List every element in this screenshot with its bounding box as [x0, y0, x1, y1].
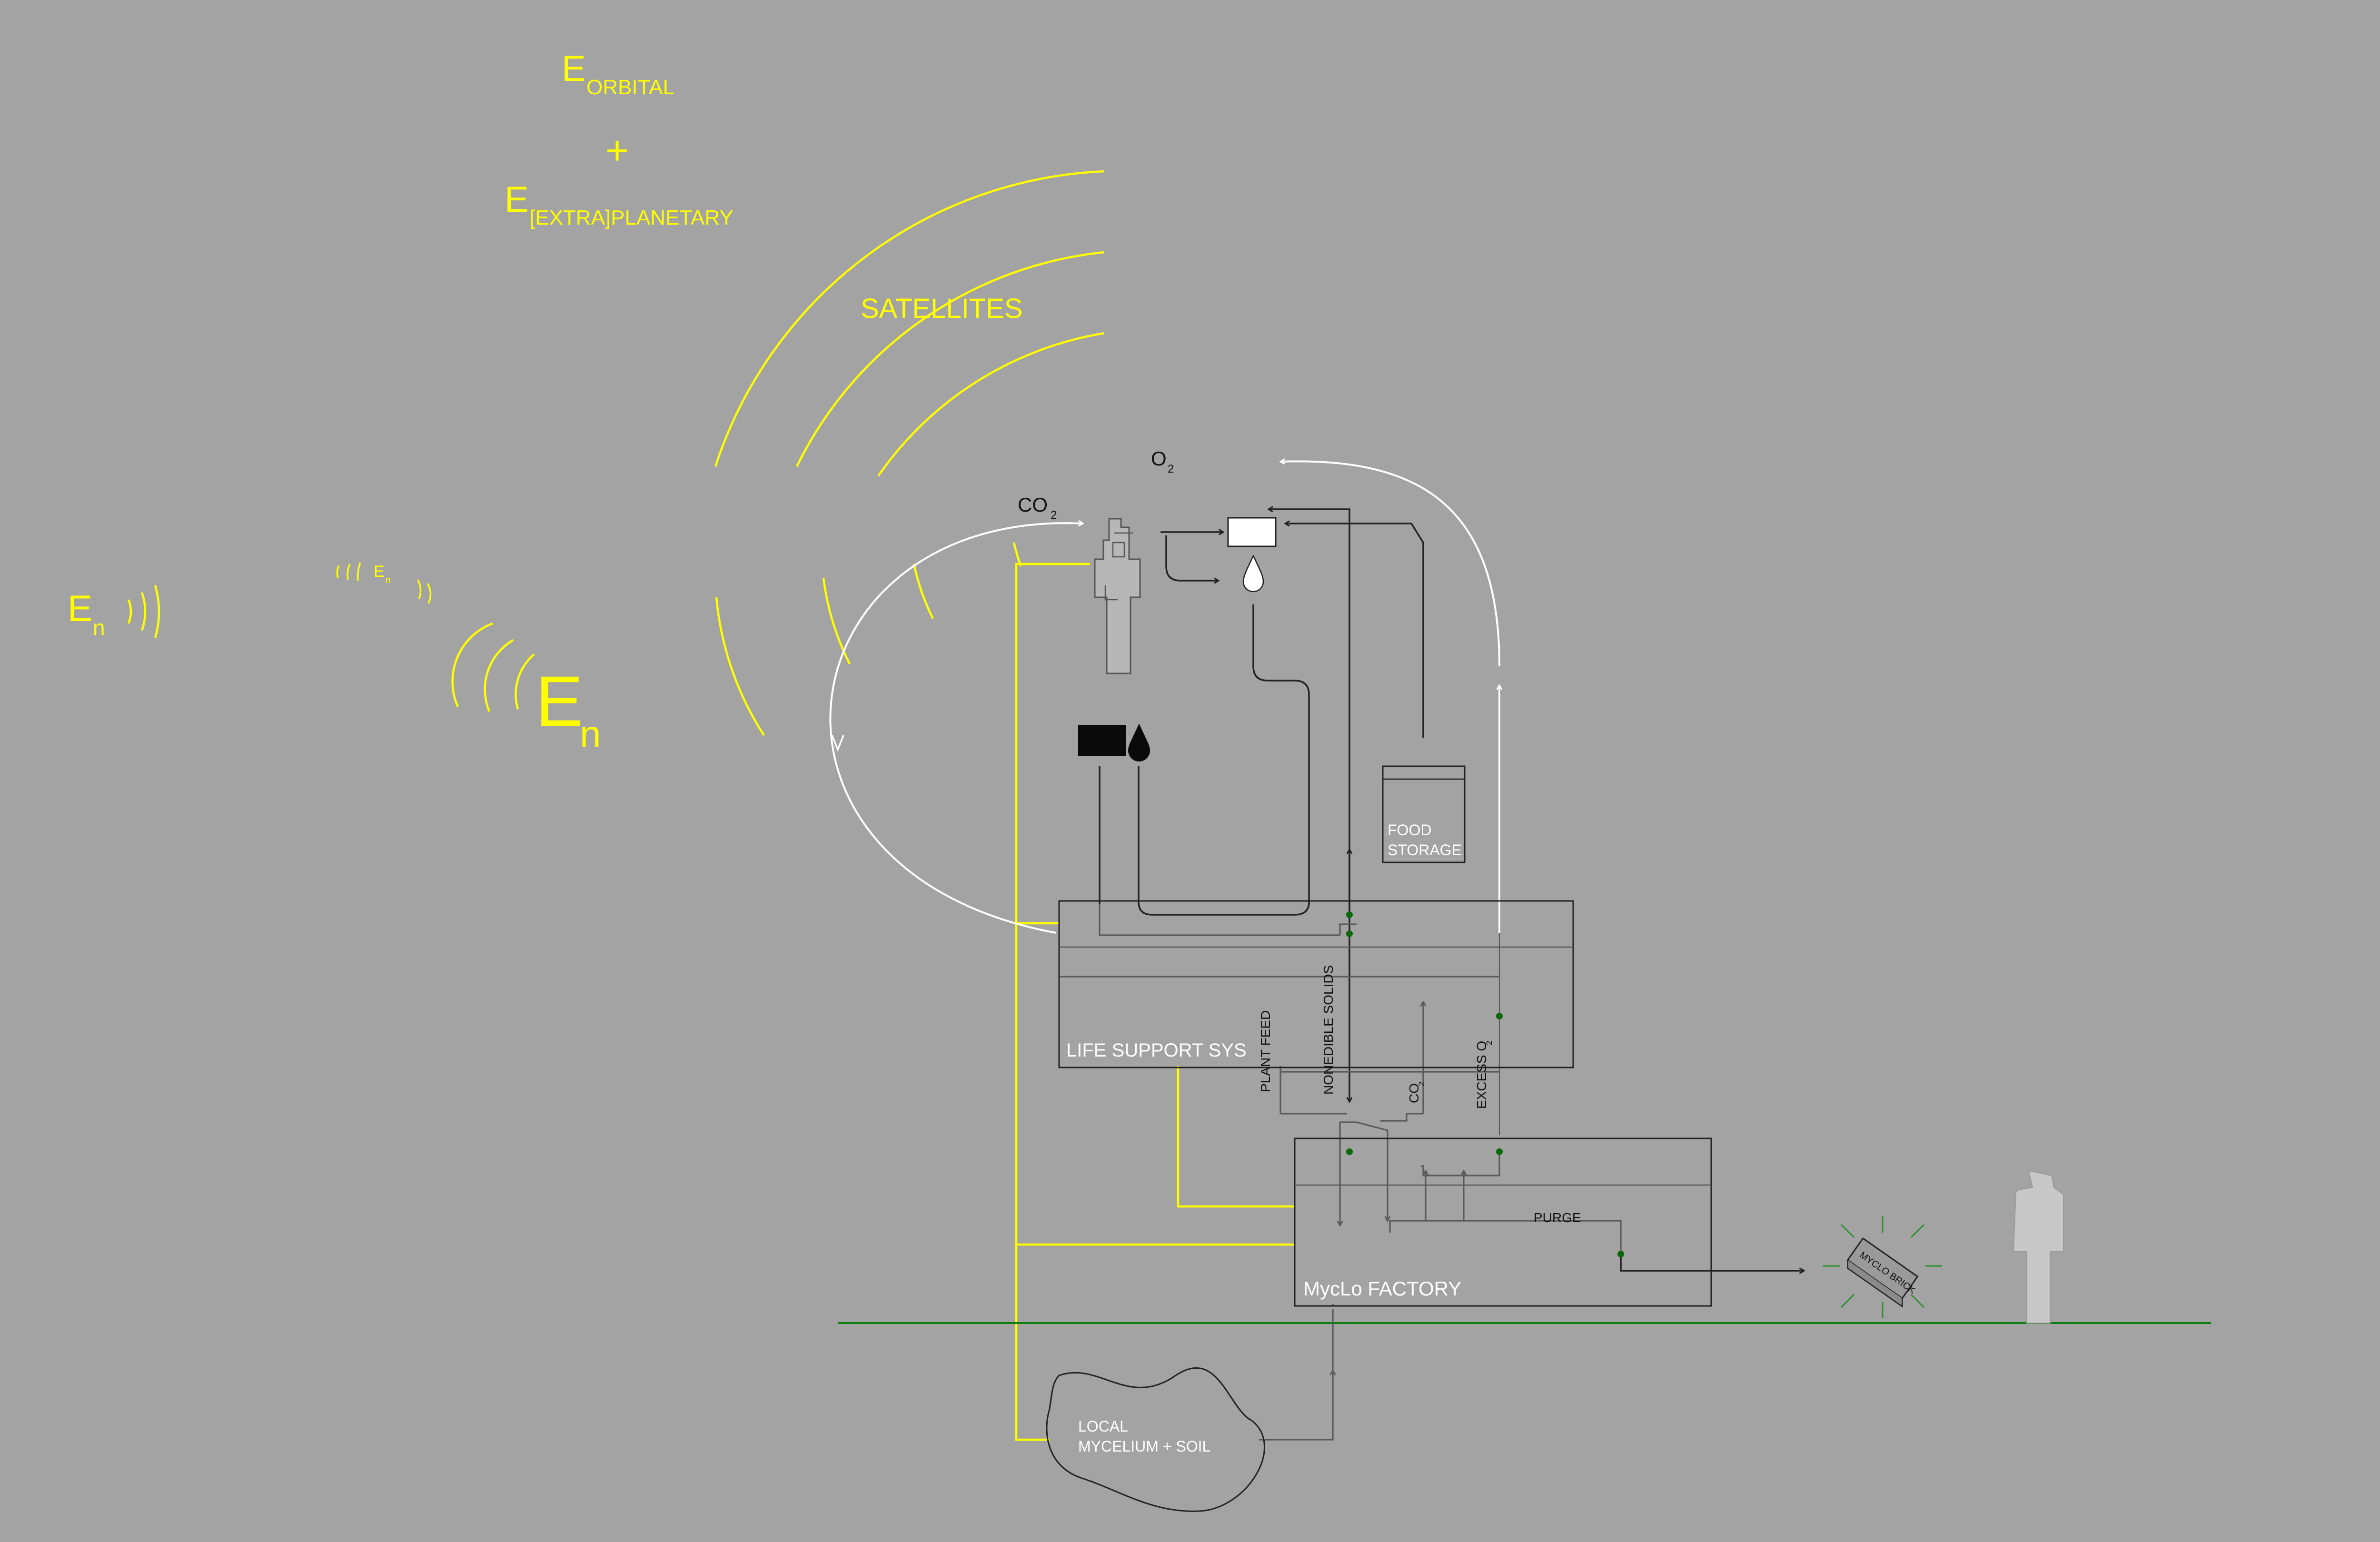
svg-text:2: 2	[1485, 1041, 1494, 1045]
grey-flow-lines	[1059, 904, 1622, 1441]
svg-text:[EXTRA]PLANETARY: [EXTRA]PLANETARY	[529, 206, 734, 229]
svg-text:E: E	[505, 179, 529, 220]
svg-text:E: E	[68, 587, 92, 629]
satellite-waves	[714, 170, 1105, 736]
human-figure-icon	[2013, 1170, 2064, 1324]
food-storage-box: FOOD STORAGE	[1382, 765, 1466, 863]
co2-loop-arrow	[829, 523, 1083, 934]
co2-vertical-label: CO 2	[1407, 1082, 1426, 1103]
orbital-energy-label: E ORBITAL	[562, 49, 674, 99]
local-mycelium-soil-blob: LOCAL MYCELIUM + SOIL	[1046, 1367, 1265, 1512]
svg-text:2: 2	[1051, 509, 1057, 522]
svg-text:FOOD: FOOD	[1388, 821, 1431, 839]
svg-text:LIFE SUPPORT SYS: LIFE SUPPORT SYS	[1066, 1040, 1247, 1061]
satellites-label: SATELLITES	[861, 293, 1023, 324]
dark-flow-lines	[1099, 509, 1804, 1271]
svg-text:E: E	[536, 661, 583, 741]
myclo-factory-box: MycLo FACTORY	[1294, 1137, 1712, 1307]
waste-drop-icon	[1128, 723, 1150, 761]
water-container-box	[1227, 517, 1277, 547]
purge-label: PURGE	[1534, 1210, 1581, 1225]
plus-sign: +	[605, 128, 629, 173]
svg-text:n: n	[580, 713, 601, 755]
life-support-system-box: LIFE SUPPORT SYS	[1058, 900, 1574, 1068]
o2-loop-arrow	[1280, 461, 1500, 667]
svg-text:E: E	[562, 49, 586, 89]
excess-o2-label: EXCESS O 2	[1474, 1041, 1494, 1109]
water-drop-icon	[1242, 554, 1264, 593]
energy-supply-lines	[1015, 563, 1295, 1441]
svg-text:CO: CO	[1407, 1083, 1421, 1103]
svg-text:LOCAL: LOCAL	[1078, 1418, 1128, 1435]
svg-text:n: n	[386, 575, 391, 585]
waste-container-box	[1078, 725, 1126, 756]
myclo-brick-product: MYCLO BRICK	[1823, 1216, 1942, 1318]
svg-text:EXCESS O: EXCESS O	[1474, 1041, 1489, 1109]
svg-text:E: E	[374, 563, 385, 581]
life-support-column	[1094, 518, 1141, 674]
energy-en-large: E n	[451, 622, 601, 755]
plant-feed-label: PLANT FEED	[1258, 1010, 1273, 1092]
svg-text:STORAGE: STORAGE	[1388, 841, 1462, 859]
co2-main-label: CO 2	[1018, 494, 1057, 522]
junction-nodes	[1346, 911, 1624, 1257]
svg-text:MYCELIUM + SOIL: MYCELIUM + SOIL	[1078, 1438, 1210, 1455]
energy-en-left: E n	[68, 585, 160, 640]
o2-top-label: O 2	[1151, 447, 1174, 475]
svg-text:MycLo FACTORY: MycLo FACTORY	[1303, 1277, 1461, 1300]
svg-text:2: 2	[1417, 1082, 1426, 1086]
extraplanetary-energy-label: E [EXTRA]PLANETARY	[505, 179, 734, 229]
svg-text:2: 2	[1168, 463, 1174, 475]
svg-text:ORBITAL: ORBITAL	[586, 76, 674, 99]
energy-en-small: E n	[336, 562, 432, 604]
svg-text:n: n	[93, 615, 105, 640]
svg-text:CO: CO	[1018, 494, 1048, 516]
svg-text:O: O	[1151, 447, 1167, 470]
nonedible-solids-label: NONEDIBLE SOLIDS	[1321, 965, 1336, 1095]
